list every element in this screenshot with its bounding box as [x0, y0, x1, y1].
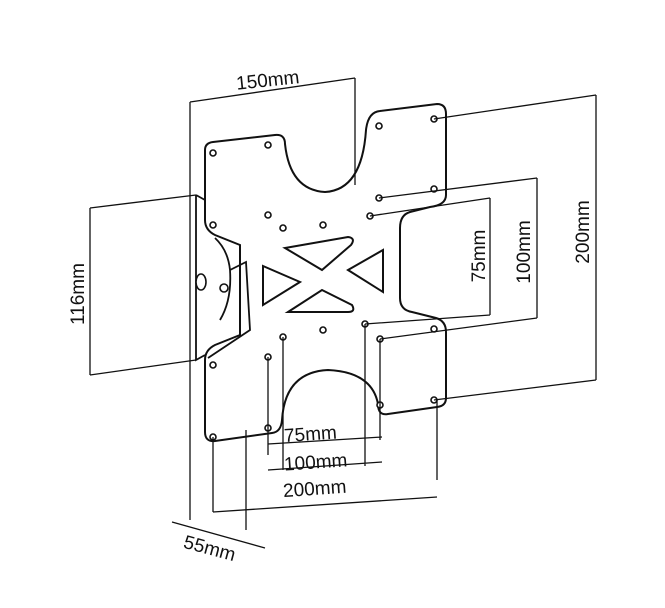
dim-55mm: 55mm: [181, 532, 237, 566]
cutout-top: [282, 235, 354, 272]
cutout-right: [346, 248, 384, 294]
dim-116mm: 116mm: [68, 263, 89, 325]
dim-100mm-vertical: 100mm: [514, 220, 535, 283]
dim-150mm: 150mm: [235, 67, 300, 95]
dim-100mm-horizontal: 100mm: [283, 450, 348, 475]
mount-plate: [204, 102, 447, 443]
dim-200mm-horizontal: 200mm: [282, 477, 347, 502]
wing-knob-icon: [195, 273, 229, 293]
cutout-bottom: [284, 288, 355, 313]
dimension-lines: [89, 77, 597, 549]
cutout-left: [262, 264, 303, 307]
dim-75mm-vertical: 75mm: [469, 230, 490, 283]
dim-75mm-horizontal: 75mm: [283, 423, 337, 448]
dim-200mm-vertical: 200mm: [573, 200, 594, 263]
